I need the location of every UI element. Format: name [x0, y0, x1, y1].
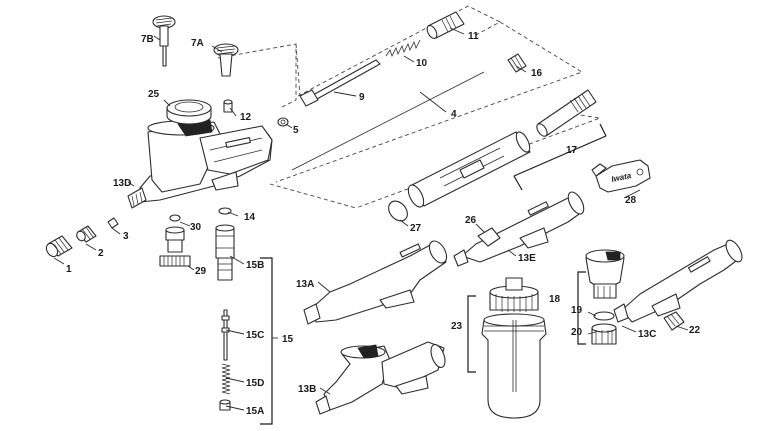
cup-nut-22: [663, 311, 685, 331]
label-16: 16: [531, 68, 543, 79]
cup-gasket-19: [593, 311, 615, 321]
bracket-18: [577, 271, 586, 345]
nozzle-cap-1: [45, 235, 73, 258]
label-2: 2: [98, 248, 104, 259]
label-13a: 13A: [296, 279, 314, 290]
label-7b: 7B: [141, 34, 154, 45]
valve-guide-15a: [219, 399, 231, 411]
part-labels: 1 2 3 4 5 7A 7B 9 10 11 12 13A 13B 13C 1…: [66, 31, 701, 417]
handle-17: [407, 89, 597, 208]
wrench-brand-text: Iwata: [611, 171, 633, 184]
body-13a: [303, 240, 448, 325]
needle-chucking-nut-16: [507, 53, 527, 73]
side-cup-18: [585, 249, 625, 299]
label-3: 3: [123, 231, 129, 242]
label-15d: 15D: [246, 378, 264, 389]
oring-14: [218, 207, 232, 215]
part-5: [277, 117, 289, 127]
label-1: 1: [66, 264, 72, 275]
label-13c: 13C: [638, 329, 656, 340]
label-19: 19: [571, 305, 583, 316]
oring-30: [169, 214, 181, 222]
bracket-23: [467, 295, 476, 373]
valve-spring-15d: [221, 363, 231, 395]
label-30: 30: [190, 222, 202, 233]
label-14: 14: [244, 212, 256, 223]
label-25: 25: [148, 89, 160, 100]
label-27: 27: [410, 223, 422, 234]
cup-adapter-20: [591, 323, 617, 345]
body-13e: [453, 191, 585, 267]
body-13b: [315, 341, 446, 415]
nozzle-tip-3: [107, 217, 119, 229]
valve-15b: [215, 224, 235, 281]
label-13d: 13D: [113, 178, 131, 189]
label-13b: 13B: [298, 384, 316, 395]
trigger-7b: [152, 15, 176, 67]
valve-stem-15c: [221, 309, 230, 361]
label-29: 29: [195, 266, 207, 277]
wrench-28: [591, 159, 651, 193]
label-22: 22: [689, 325, 701, 336]
needle-spring-10: [385, 39, 421, 58]
part-12: [223, 99, 233, 113]
assembly-guide-lines: [217, 5, 601, 209]
label-20: 20: [571, 327, 583, 338]
label-23: 23: [451, 321, 463, 332]
needle-chucking-guide-9: [299, 59, 381, 107]
label-15a: 15A: [246, 406, 264, 417]
leader-lines: [53, 27, 689, 411]
label-4: 4: [451, 109, 457, 120]
label-12: 12: [240, 112, 252, 123]
label-18: 18: [549, 294, 561, 305]
label-15b: 15B: [246, 260, 264, 271]
needle-4: [291, 71, 485, 171]
label-7a: 7A: [191, 38, 204, 49]
trigger-7a: [213, 43, 239, 77]
oring-27: [388, 200, 408, 222]
label-13e: 13E: [518, 253, 536, 264]
cup-lid-25: [166, 99, 212, 125]
bracket-17: [513, 123, 607, 191]
bracket-15: [260, 257, 273, 425]
label-17: 17: [566, 145, 578, 156]
label-26: 26: [465, 215, 477, 226]
label-15: 15: [282, 334, 294, 345]
body-13c: [613, 239, 743, 323]
bottle-23: [481, 277, 547, 419]
label-5: 5: [293, 125, 299, 136]
label-15c: 15C: [246, 330, 264, 341]
label-10: 10: [416, 58, 428, 69]
spring-guide-11: [426, 11, 465, 40]
label-9: 9: [359, 92, 365, 103]
nozzle-2: [76, 225, 97, 243]
main-body-13d: [127, 119, 273, 209]
air-valve-29: [159, 226, 191, 267]
label-28: 28: [625, 195, 637, 206]
label-11: 11: [468, 31, 479, 42]
